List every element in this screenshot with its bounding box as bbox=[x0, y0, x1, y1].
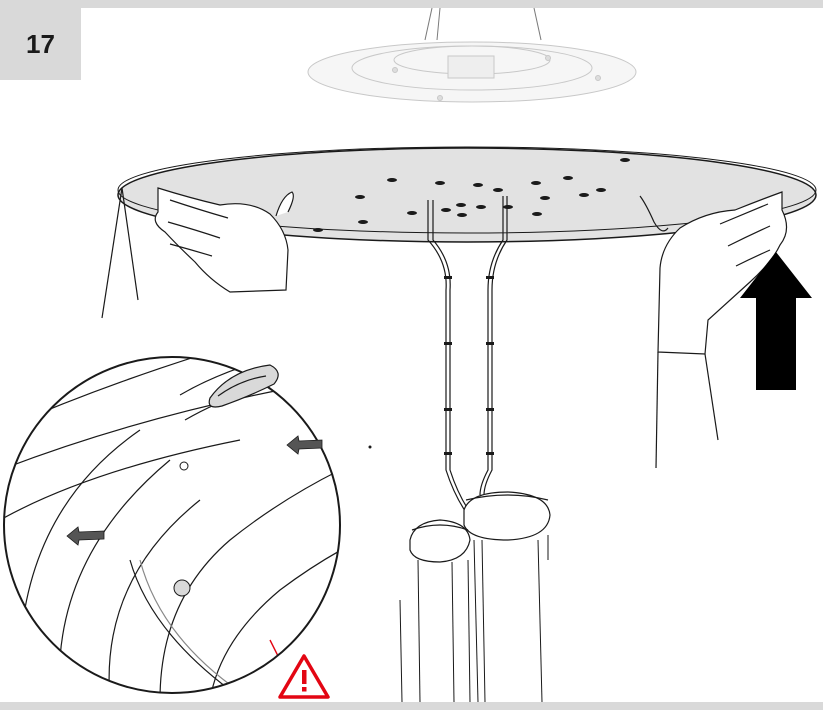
arrow-left-icon bbox=[286, 435, 323, 455]
arrow-left-icon bbox=[66, 526, 105, 546]
hanging-cables bbox=[427, 196, 508, 519]
screw-boss bbox=[173, 579, 191, 597]
screw-hole bbox=[179, 461, 189, 471]
top-frame-bar bbox=[0, 0, 823, 8]
warning-triangle-icon bbox=[278, 654, 330, 699]
step-number: 17 bbox=[26, 28, 55, 59]
up-arrow-icon bbox=[740, 252, 812, 390]
lamp-shades bbox=[409, 491, 551, 563]
step-number-box: 17 bbox=[0, 8, 81, 80]
left-hand bbox=[154, 187, 294, 293]
ceiling-mount-ghost bbox=[307, 41, 637, 103]
right-hand bbox=[639, 191, 788, 469]
callout-lines bbox=[101, 187, 139, 319]
pendant-drops bbox=[399, 535, 549, 702]
suspension-wires bbox=[424, 7, 542, 41]
panel-holes bbox=[313, 158, 630, 232]
cable-clips bbox=[444, 276, 494, 455]
detail-magnifier bbox=[3, 356, 372, 694]
bottom-frame-bar bbox=[0, 702, 823, 710]
screw-hole bbox=[368, 445, 372, 449]
latch-tab bbox=[208, 364, 279, 408]
diffuser-panel bbox=[117, 146, 817, 243]
